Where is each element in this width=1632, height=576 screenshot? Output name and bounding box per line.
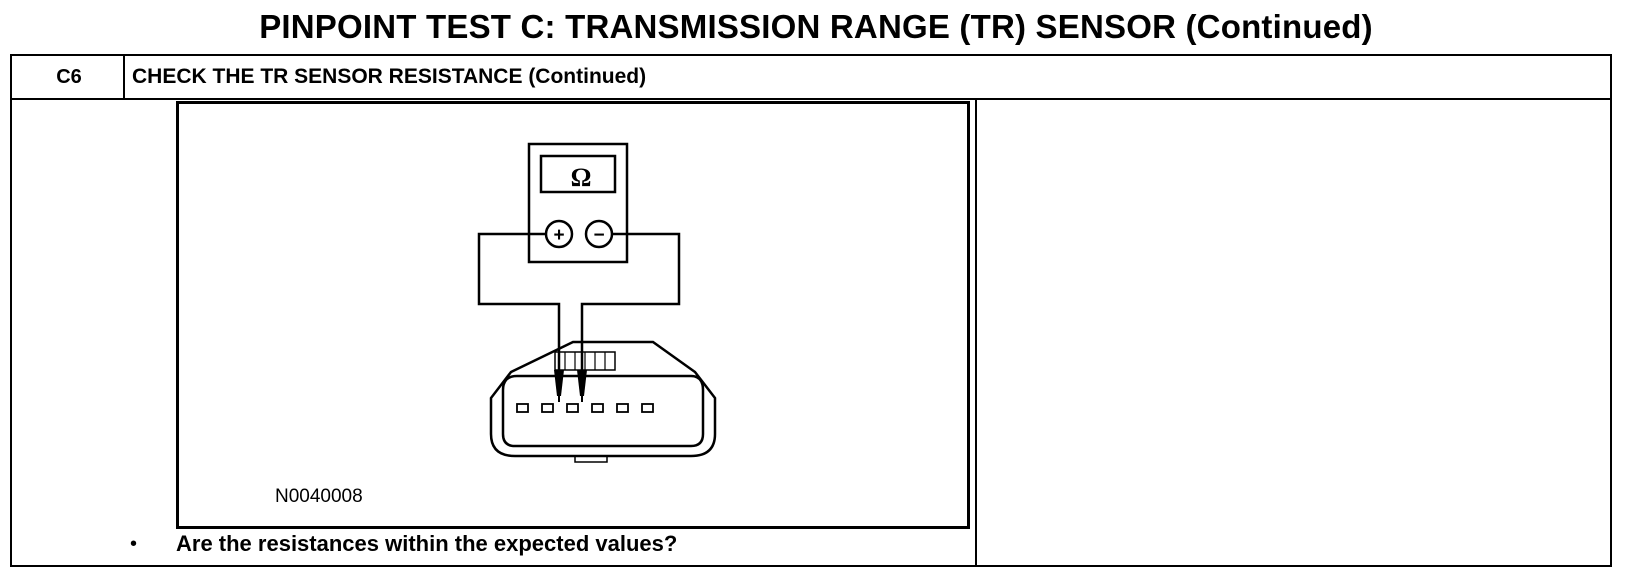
connector-inner-shell <box>501 374 705 448</box>
connector-key <box>574 455 608 463</box>
ohm-symbol: Ω <box>570 163 592 192</box>
figure-id: N0040008 <box>275 486 363 507</box>
connector-housing <box>489 340 717 458</box>
ohmmeter-connector-illustration: + − Ω N0040008 <box>176 101 970 529</box>
action-result-column-divider <box>975 98 977 567</box>
pin-cavity <box>641 403 654 413</box>
pin-cavity <box>616 403 629 413</box>
ohmmeter-display <box>539 154 617 194</box>
negative-terminal-symbol: − <box>593 225 604 246</box>
step-id-column-divider <box>123 54 125 100</box>
step-id: C6 <box>56 66 82 88</box>
ohmmeter-body <box>527 142 629 264</box>
page-title: PINPOINT TEST C: TRANSMISSION RANGE (TR)… <box>259 8 1373 45</box>
pin-cavity <box>516 403 529 413</box>
positive-probe-tip <box>554 370 564 396</box>
pin-cavity <box>591 403 604 413</box>
pin-cavity <box>541 403 554 413</box>
positive-terminal-symbol: + <box>553 225 564 246</box>
test-step-table <box>10 54 1612 567</box>
instruction-question: Are the resistances within the expected … <box>176 531 678 556</box>
positive-lead <box>477 232 561 376</box>
wiring-diagram: + − <box>477 142 717 463</box>
negative-probe-tip <box>577 370 587 396</box>
header-row-divider <box>10 98 1612 100</box>
bullet-marker: • <box>130 533 138 555</box>
negative-lead <box>580 232 681 376</box>
step-title: CHECK THE TR SENSOR RESISTANCE (Continue… <box>132 65 647 88</box>
pin-cavity <box>566 403 579 413</box>
